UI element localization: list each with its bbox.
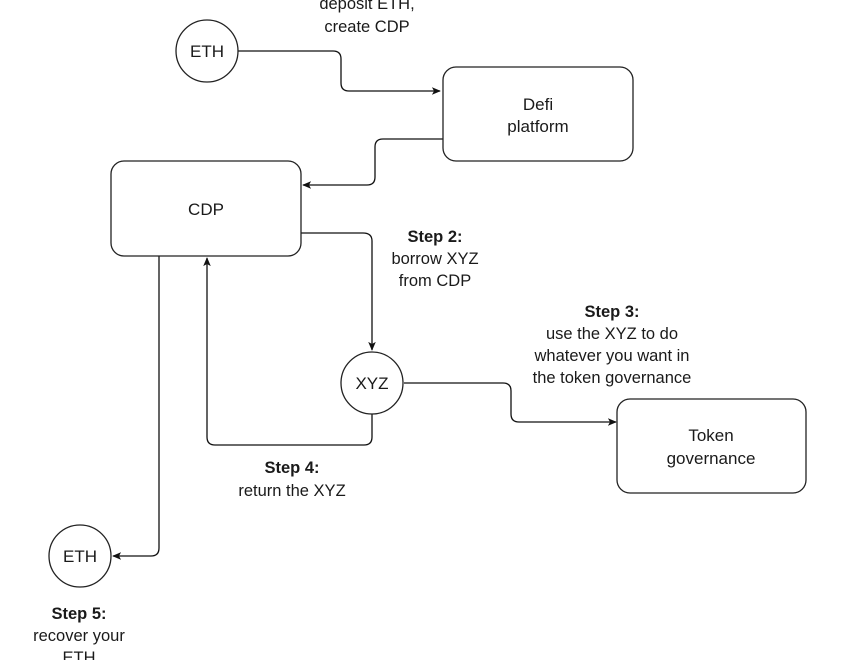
edge-eth-to-defi [238,50,441,95]
step-3-title: Step 3: [584,303,639,321]
step-5-title: Step 5: [51,605,106,623]
edge-cdp-to-eth [112,256,160,560]
node-cdp: CDP [110,160,302,257]
step-1-line-1: deposit ETH, [319,0,414,13]
step-2-title: Step 2: [407,228,462,246]
edge-cdp-to-xyz [301,232,376,351]
edge-xyz-to-token-governance [404,382,617,426]
node-defi-platform-label-line-1: Defi [523,95,553,114]
edge-xyz-to-cdp [203,257,373,446]
step-5-label: Step 5: recover your ETH [33,605,125,660]
node-eth-top-label: ETH [190,42,224,61]
step-3-line-1: use the XYZ to do [546,325,678,343]
step-4-label: Step 4: return the XYZ [238,459,345,500]
step-2-line-1: borrow XYZ [391,250,478,268]
node-eth-bottom: ETH [48,524,112,588]
node-eth-top: ETH [175,19,239,83]
step-2-line-2: from CDP [399,272,471,290]
node-defi-platform-label-line-2: platform [507,117,568,136]
step-3-line-2: whatever you want in [533,347,689,365]
node-token-governance: Token governance [616,398,807,494]
step-4-line-1: return the XYZ [238,482,345,500]
node-xyz-label: XYZ [355,374,388,393]
node-xyz: XYZ [340,351,404,415]
step-3-label: Step 3: use the XYZ to do whatever you w… [533,303,692,387]
step-5-line-1: recover your [33,627,125,645]
step-1-label: deposit ETH, create CDP [319,0,414,36]
step-2-label: Step 2: borrow XYZ from CDP [391,228,478,290]
step-3-line-3: the token governance [533,369,692,387]
node-defi-platform: Defi platform [442,66,634,162]
node-token-governance-label-line-1: Token [688,426,733,445]
step-5-line-2: ETH [63,649,96,660]
node-eth-bottom-label: ETH [63,547,97,566]
node-cdp-label: CDP [188,200,224,219]
step-1-line-2: create CDP [324,18,409,36]
node-token-governance-label-line-2: governance [667,449,756,468]
edge-defi-to-cdp [302,138,443,189]
step-4-title: Step 4: [264,459,319,477]
